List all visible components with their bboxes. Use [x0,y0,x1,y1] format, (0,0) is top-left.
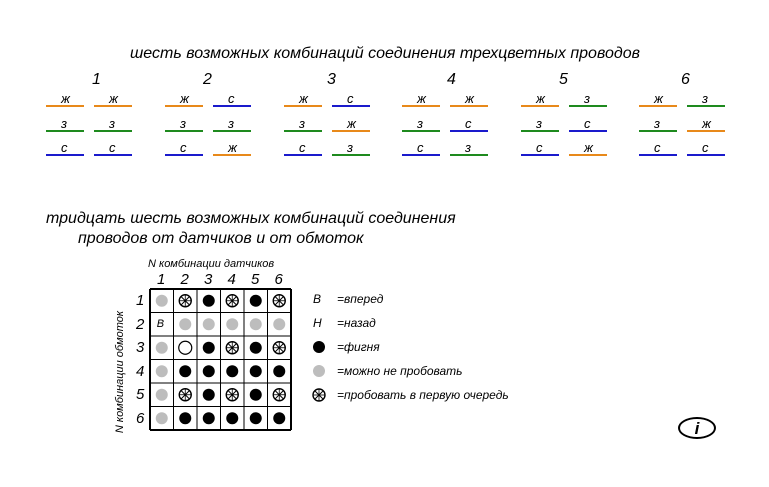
wire-label: с [417,140,424,155]
combo-number-2: 2 [203,71,212,88]
wire-label: ж [299,91,308,106]
wire-label: с [299,140,306,155]
ok-marker [273,318,286,331]
wire-label: с [654,140,661,155]
ok-marker [179,318,192,331]
wire-label: с [584,116,591,131]
combo-number-1: 1 [92,71,101,88]
legend-symbol-letter: Н [313,316,322,330]
bad-marker [273,412,286,425]
info-icon: i [694,418,700,438]
bad-marker [202,341,215,354]
wire-label: ж [465,91,474,106]
wire-label: с [228,91,235,106]
ok-marker [249,318,262,331]
wire-label: с [465,116,472,131]
ok-marker [155,388,168,401]
wire-label: ж [702,116,711,131]
wire-label: з [417,116,424,131]
bad-marker [226,412,239,425]
wire-label: с [702,140,709,155]
row-label-4: 4 [136,362,145,380]
legend-item-text: =фигня [337,340,380,354]
wire-label: з [109,116,116,131]
wire-label: с [180,140,187,155]
bad-marker [249,294,262,307]
combo-number-3: 3 [327,71,336,88]
wire-label: ж [109,91,118,106]
bad-marker [202,388,215,401]
row-label-2: 2 [136,315,145,333]
wire-label: з [465,140,472,155]
info-button[interactable]: i [678,417,716,439]
ok-marker [226,318,239,331]
bad-marker [249,365,262,378]
wire-label: ж [536,91,545,106]
wire-label: ж [228,140,237,155]
ok-marker [313,365,325,377]
ok-marker [155,365,168,378]
wire-label: ж [347,116,356,131]
row-label-6: 6 [136,409,145,427]
sensor-axis-label: N комбинации датчиков [148,258,275,270]
col-label-5: 5 [251,271,260,288]
legend-item-text: =можно не пробовать [337,364,463,378]
row-label-3: 3 [136,339,145,356]
title-top: шесть возможных комбинаций соединения тр… [130,45,640,62]
wire-label: з [536,116,543,131]
wire-label: с [109,140,116,155]
ok-marker [202,318,215,331]
bad-marker [273,365,286,378]
col-label-2: 2 [180,271,189,288]
legend-item-text: =пробовать в первую очередь [337,388,509,402]
bad-marker [249,412,262,425]
bad-marker [202,412,215,425]
wire-label: з [347,140,354,155]
wire-label: з [180,116,187,131]
bad-marker [202,365,215,378]
bad-marker [202,294,215,307]
wire-label: з [61,116,68,131]
wire-label: з [654,116,661,131]
combo-number-5: 5 [559,71,568,88]
col-label-4: 4 [227,271,236,288]
bad-marker [313,341,325,353]
legend-symbol-letter: В [313,292,322,306]
bad-marker [179,365,192,378]
back-marker [178,340,193,355]
title-mid-line1: тридцать шесть возможных комбинаций соед… [46,210,456,227]
row-label-5: 5 [136,386,145,403]
bad-marker [249,341,262,354]
ok-marker [155,341,168,354]
title-mid-line2: проводов от датчиков и от обмоток [78,230,364,247]
combo-number-6: 6 [681,71,690,88]
wire-label: с [347,91,354,106]
col-label-1: 1 [157,271,166,288]
wire-label: ж [654,91,663,106]
wire-label: с [536,140,543,155]
wire-label: з [299,116,306,131]
row-label-1: 1 [136,292,145,309]
combo-number-4: 4 [447,71,456,88]
legend-item-text: =вперед [337,292,384,306]
wire-label: с [61,140,68,155]
bad-marker [226,365,239,378]
legend-item-text: =назад [337,316,376,330]
col-label-6: 6 [274,271,283,288]
wire-label: ж [61,91,70,106]
wire-label: ж [180,91,189,106]
wire-label: з [228,116,235,131]
ok-marker [155,412,168,425]
wire-label: з [584,91,591,106]
wire-label: ж [584,140,593,155]
forward-marker: В [156,318,165,331]
col-label-3: 3 [204,271,213,288]
wire-label: з [702,91,709,106]
bad-marker [179,412,192,425]
bad-marker [249,388,262,401]
ok-marker [155,294,168,307]
wire-label: ж [417,91,426,106]
